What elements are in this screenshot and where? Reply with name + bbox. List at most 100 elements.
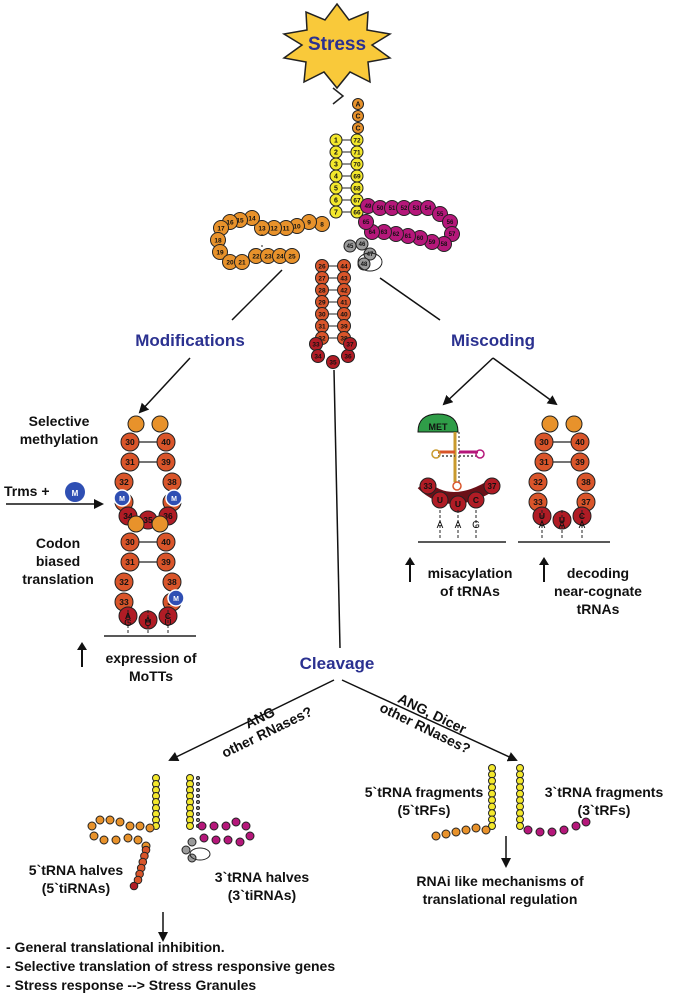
half3-tarm-nt <box>231 817 241 827</box>
svg-text:38: 38 <box>167 477 177 487</box>
acceptor-tail-nt: C <box>352 122 364 134</box>
methyl-group-icon <box>65 482 85 502</box>
loop-right-nt: 40 <box>156 532 176 552</box>
anticodon-stem-nt: 28 <box>315 283 329 297</box>
loop-top-nt <box>151 515 169 533</box>
svg-text:60: 60 <box>417 236 424 242</box>
svg-text:38: 38 <box>340 335 348 342</box>
arrow-to-misacylation <box>442 357 494 406</box>
svg-text:ANGother RNases?: ANGother RNases? <box>212 689 315 761</box>
half3-variable-nt <box>187 837 197 847</box>
cleavage-right-label: ANG, Dicerother RNases? <box>377 690 473 757</box>
svg-text:4: 4 <box>334 174 338 181</box>
frag5-orange-nt <box>431 831 441 841</box>
branch-line-cleavage <box>333 369 341 649</box>
svg-text:42: 42 <box>340 287 348 294</box>
svg-text:M: M <box>173 596 179 603</box>
svg-text:19: 19 <box>216 249 224 256</box>
stress-label: Stress <box>308 34 366 55</box>
acceptor-stem-nt: 72 <box>350 133 364 147</box>
arrow-cleavage-left <box>168 679 335 761</box>
loop-bottom-nt: 33 <box>419 477 437 495</box>
svg-text:31: 31 <box>125 557 135 567</box>
svg-text:14: 14 <box>248 215 256 222</box>
t-arm-nt: 61 <box>400 228 416 244</box>
svg-text:58: 58 <box>441 242 448 248</box>
svg-text:2: 2 <box>334 150 338 157</box>
svg-text:5`tRNA halves(5`tiRNAs): 5`tRNA halves(5`tiRNAs) <box>29 862 124 896</box>
anticodon-loop-nt: 34 <box>311 349 325 363</box>
acceptor-tail-nt: A <box>352 98 364 110</box>
cleavage-fragments <box>87 764 591 891</box>
loop-right-nt: 40 <box>570 432 590 452</box>
frag5-orange-nt <box>461 825 471 835</box>
d-arm-nt: 17 <box>213 220 229 236</box>
d-arm-nt: 18 <box>210 232 226 248</box>
svg-text:18: 18 <box>214 237 222 244</box>
svg-text:40: 40 <box>161 437 171 447</box>
svg-text:37: 37 <box>488 482 497 491</box>
svg-text:45: 45 <box>347 244 354 250</box>
svg-text:23: 23 <box>264 253 272 260</box>
svg-text:52: 52 <box>401 206 408 212</box>
half3-stem-dot <box>196 788 200 792</box>
anticodon-loop-nt: 37 <box>343 337 357 351</box>
svg-text:48: 48 <box>361 262 368 268</box>
anticodon-loop-codon-biased: 3031323340393837AACMGUU <box>104 515 196 637</box>
half3-tarm-nt <box>211 835 221 845</box>
frag5-nt <box>488 822 496 830</box>
svg-text:64: 64 <box>369 230 376 236</box>
loop-bottom-nt: 37 <box>483 477 501 495</box>
half3-tarm-nt <box>209 821 219 831</box>
anticodon-stem-nt: 29 <box>315 295 329 309</box>
anticodon-loop-nt: 35 <box>326 355 340 369</box>
svg-text:69: 69 <box>353 173 361 180</box>
svg-text:33: 33 <box>424 482 433 491</box>
met-trna-icon: MET <box>417 413 485 491</box>
svg-text:12: 12 <box>270 225 278 232</box>
loop-right-nt: 39 <box>156 552 176 572</box>
svg-text:36: 36 <box>163 511 173 521</box>
half5-darm-nt <box>133 835 143 845</box>
half5-darm-nt <box>89 831 99 841</box>
half5-darm-nt <box>105 815 115 825</box>
acceptor-stem-nt: 7 <box>329 205 343 219</box>
svg-text:33: 33 <box>312 341 320 348</box>
codon-base: U <box>144 618 151 629</box>
svg-text:43: 43 <box>340 275 348 282</box>
svg-text:39: 39 <box>161 457 171 467</box>
svg-text:61: 61 <box>405 234 412 240</box>
svg-text:50: 50 <box>377 206 384 212</box>
loop-top-nt <box>127 415 145 433</box>
loop-right-nt: 38 <box>162 472 182 492</box>
acceptor-stem-nt: 4 <box>329 169 343 183</box>
trms-label: Trms + <box>4 483 50 499</box>
anticodon-stem-nt: 39 <box>337 319 351 333</box>
up-arrow-icon-decoding <box>539 557 549 582</box>
anticodon-stem-nt: 30 <box>315 307 329 321</box>
svg-text:M: M <box>119 496 125 503</box>
svg-text:39: 39 <box>161 557 171 567</box>
svg-text:5`tRNA fragments(5`tRFs): 5`tRNA fragments(5`tRFs) <box>365 784 484 818</box>
svg-text:30: 30 <box>125 437 135 447</box>
svg-text:C: C <box>473 495 479 505</box>
outcomes-list: - General translational inhibition.- Sel… <box>6 939 335 993</box>
codon-base: G <box>124 618 132 629</box>
svg-text:35: 35 <box>143 515 153 525</box>
svg-text:21: 21 <box>238 259 246 266</box>
anticodon-stem-nt: 43 <box>337 271 351 285</box>
anticodon-stem-nt: 42 <box>337 283 351 297</box>
svg-text:31: 31 <box>318 323 326 330</box>
loop-right-nt: 40 <box>156 432 176 452</box>
svg-text:32: 32 <box>119 477 129 487</box>
svg-text:70: 70 <box>353 161 361 168</box>
svg-text:62: 62 <box>393 232 400 238</box>
svg-text:U: U <box>455 499 461 509</box>
svg-text:37: 37 <box>581 497 591 507</box>
svg-text:24: 24 <box>276 253 284 260</box>
